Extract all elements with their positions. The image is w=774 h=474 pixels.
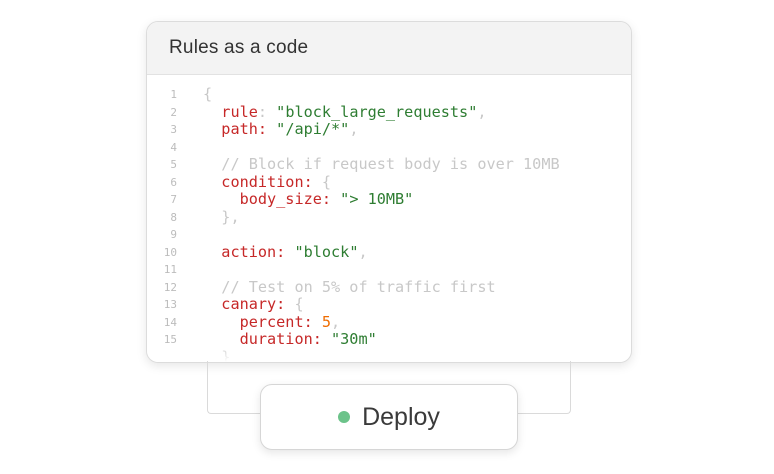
code-token (203, 190, 240, 208)
code-token: condition: (221, 172, 322, 191)
code-token: path: (221, 120, 277, 138)
code-text: canary: { (177, 295, 304, 314)
code-token (203, 103, 221, 121)
code-line: 1{ (147, 85, 631, 104)
code-token: "> 10MB" (340, 190, 414, 208)
line-number: 9 (170, 228, 177, 241)
line-number: 4 (170, 140, 177, 154)
code-token: "block" (294, 242, 359, 261)
code-token: { (321, 172, 332, 191)
code-line: 13 canary: { (147, 295, 631, 314)
code-line: 5 // Block if request body is over 10MB (147, 155, 631, 174)
line-number: 12 (163, 280, 177, 294)
code-text (177, 261, 203, 279)
rules-code-card: Rules as a code 1{2 rule: "block_large_r… (146, 21, 632, 363)
code-token: "block_large_requests" (276, 102, 478, 121)
code-line: 9 (147, 226, 631, 244)
code-token: }, (221, 207, 240, 226)
code-editor: 1{2 rule: "block_large_requests",3 path:… (147, 85, 631, 362)
code-token (203, 243, 221, 261)
line-number: 3 (170, 123, 177, 136)
code-token (203, 173, 221, 191)
code-text: action: "block", (177, 242, 368, 262)
line-number: 14 (163, 315, 177, 329)
line-number: 11 (163, 263, 177, 276)
code-line: 8 }, (147, 207, 631, 227)
code-text: // Block if request body is over 10MB (177, 155, 560, 174)
line-number: 1 (170, 88, 177, 101)
code-text (177, 226, 203, 244)
code-line: 10 action: "block", (147, 242, 631, 262)
line-number: 15 (163, 333, 177, 346)
code-token: // Test on 5% of traffic first (221, 277, 496, 296)
code-token: body_size: (239, 190, 341, 208)
code-token: percent: (239, 312, 322, 331)
line-number: 6 (170, 175, 177, 189)
code-text (177, 139, 203, 157)
code-token: "30m" (331, 330, 377, 348)
line-number: 8 (170, 210, 177, 224)
code-token: duration: (239, 330, 332, 348)
line-number: 7 (170, 193, 177, 206)
code-token: canary: (221, 295, 295, 313)
code-text: rule: "block_large_requests", (177, 102, 487, 122)
status-dot-icon (338, 411, 351, 423)
code-token (203, 155, 221, 173)
code-token: "/api/*" (276, 120, 350, 138)
line-number: 13 (163, 298, 177, 311)
code-token (203, 120, 221, 138)
card-title: Rules as a code (169, 37, 309, 58)
code-token (203, 208, 221, 226)
code-token: action: (221, 242, 295, 261)
code-line: 7 body_size: "> 10MB" (147, 190, 631, 209)
code-text: // Test on 5% of traffic first (177, 277, 496, 297)
code-text: { (177, 85, 213, 104)
line-number: 2 (170, 105, 177, 119)
code-line: 6 condition: { (147, 172, 631, 192)
code-token: , (349, 120, 359, 138)
code-token: : (257, 102, 277, 121)
deploy-label: Deploy (362, 402, 440, 431)
code-text: }, (177, 207, 240, 227)
code-text: condition: { (177, 172, 332, 192)
code-fade-overlay (147, 344, 631, 362)
card-header: Rules as a code (147, 22, 631, 75)
code-text: path: "/api/*", (177, 120, 359, 139)
code-token: { (203, 85, 213, 103)
line-number: 10 (163, 245, 177, 259)
code-token (203, 313, 240, 331)
code-line: 11 (147, 261, 631, 279)
code-token: rule (221, 102, 258, 121)
code-token: // Block if request body is over 10MB (221, 155, 560, 173)
code-token: { (294, 295, 304, 313)
code-line: 12 // Test on 5% of traffic first (147, 277, 631, 297)
code-text: percent: 5, (177, 312, 341, 332)
code-token (203, 278, 221, 296)
code-token: , (358, 242, 368, 261)
code-token: , (331, 312, 341, 331)
code-token: , (477, 102, 487, 121)
connector-right (516, 361, 571, 414)
code-token: 5 (321, 312, 332, 331)
code-line: 15 duration: "30m" (147, 330, 631, 349)
code-text: duration: "30m" (177, 330, 377, 349)
code-line: 2 rule: "block_large_requests", (147, 102, 631, 122)
code-token (203, 295, 221, 313)
code-line: 14 percent: 5, (147, 312, 631, 332)
line-number: 5 (170, 158, 177, 171)
code-text: body_size: "> 10MB" (177, 190, 414, 209)
code-line: 3 path: "/api/*", (147, 120, 631, 139)
deploy-button[interactable]: Deploy (260, 384, 518, 450)
connector-left (207, 361, 262, 414)
code-line: 4 (147, 139, 631, 157)
